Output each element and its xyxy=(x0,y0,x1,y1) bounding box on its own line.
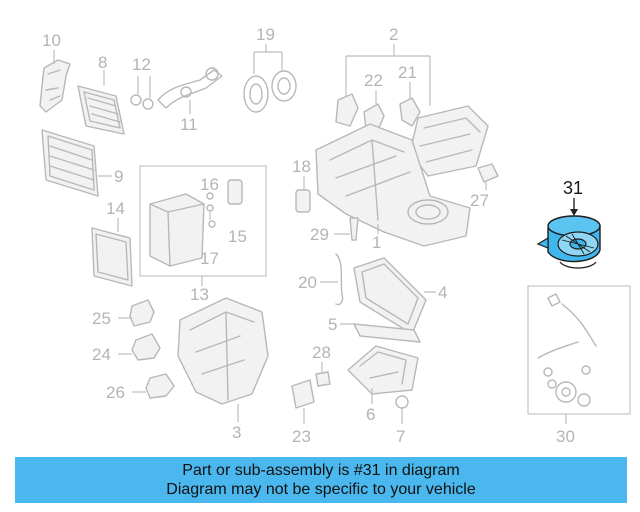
info-banner: Part or sub-assembly is #31 in diagram D… xyxy=(15,457,627,503)
part-10-bracket xyxy=(39,50,71,113)
part-12-clips xyxy=(130,76,154,110)
label-25: 25 xyxy=(92,309,111,328)
part-25-bracket xyxy=(118,299,155,327)
part-7-bolt xyxy=(395,395,409,424)
part-31-blower-motor xyxy=(536,198,601,269)
part-13-group xyxy=(139,165,267,286)
part-18-actuator xyxy=(295,176,311,213)
label-5: 5 xyxy=(328,315,337,334)
label-12: 12 xyxy=(132,55,151,74)
label-23: 23 xyxy=(292,427,311,446)
label-2: 2 xyxy=(389,25,398,44)
part-24-bracket xyxy=(118,333,161,361)
part-5-seal xyxy=(340,323,421,343)
part-9-heater-core xyxy=(41,129,112,197)
label-18: 18 xyxy=(292,157,311,176)
label-10: 10 xyxy=(42,31,61,50)
part-2-leader xyxy=(345,44,431,106)
part-8-evaporator xyxy=(77,70,125,135)
parts-diagram: 10 8 12 19 2 22 21 11 9 18 16 14 15 27 1… xyxy=(39,25,631,446)
label-17: 17 xyxy=(200,249,219,268)
part-3-housing xyxy=(177,297,269,422)
part-27-sensor xyxy=(477,163,499,190)
label-11: 11 xyxy=(180,115,198,134)
part-1-main-housing xyxy=(315,123,471,247)
part-30-kit xyxy=(527,285,631,424)
label-30: 30 xyxy=(556,427,575,446)
label-27: 27 xyxy=(470,191,489,210)
part-23-bracket xyxy=(291,379,315,424)
label-15: 15 xyxy=(228,227,247,246)
label-6: 6 xyxy=(366,405,375,424)
label-24: 24 xyxy=(92,345,111,364)
label-9: 9 xyxy=(114,167,123,186)
part-26-bracket xyxy=(132,373,175,399)
part-14-filter xyxy=(91,218,133,287)
part-6-tray xyxy=(347,345,419,404)
label-13: 13 xyxy=(190,285,209,304)
part-29-screw xyxy=(334,217,359,241)
label-21: 21 xyxy=(398,63,417,82)
label-20: 20 xyxy=(298,273,317,292)
banner-line-1: Part or sub-assembly is #31 in diagram xyxy=(182,462,460,479)
part-28-clip xyxy=(315,362,331,387)
label-22: 22 xyxy=(364,71,383,90)
part-20-rod xyxy=(320,253,344,306)
part-22-bracket xyxy=(363,90,385,131)
label-14: 14 xyxy=(106,199,125,218)
label-8: 8 xyxy=(98,53,107,72)
part-11-pipe xyxy=(157,67,223,114)
label-28: 28 xyxy=(312,343,331,362)
label-26: 26 xyxy=(106,383,125,402)
label-19: 19 xyxy=(256,25,275,44)
part-4-filter xyxy=(353,257,436,335)
label-1: 1 xyxy=(372,233,381,252)
banner-line-2: Diagram may not be specific to your vehi… xyxy=(166,481,476,498)
part-2-assembly xyxy=(409,105,489,177)
part-21-bracket xyxy=(399,82,421,127)
label-3: 3 xyxy=(232,423,241,442)
part-2-actuator xyxy=(335,93,359,127)
label-31-highlighted: 31 xyxy=(563,178,583,198)
label-4: 4 xyxy=(438,283,447,302)
label-7: 7 xyxy=(396,427,405,446)
label-16: 16 xyxy=(200,175,219,194)
part-19-gaskets xyxy=(243,44,297,113)
callout-labels: 10 8 12 19 2 22 21 11 9 18 16 14 15 27 1… xyxy=(42,25,583,446)
label-29: 29 xyxy=(310,225,329,244)
